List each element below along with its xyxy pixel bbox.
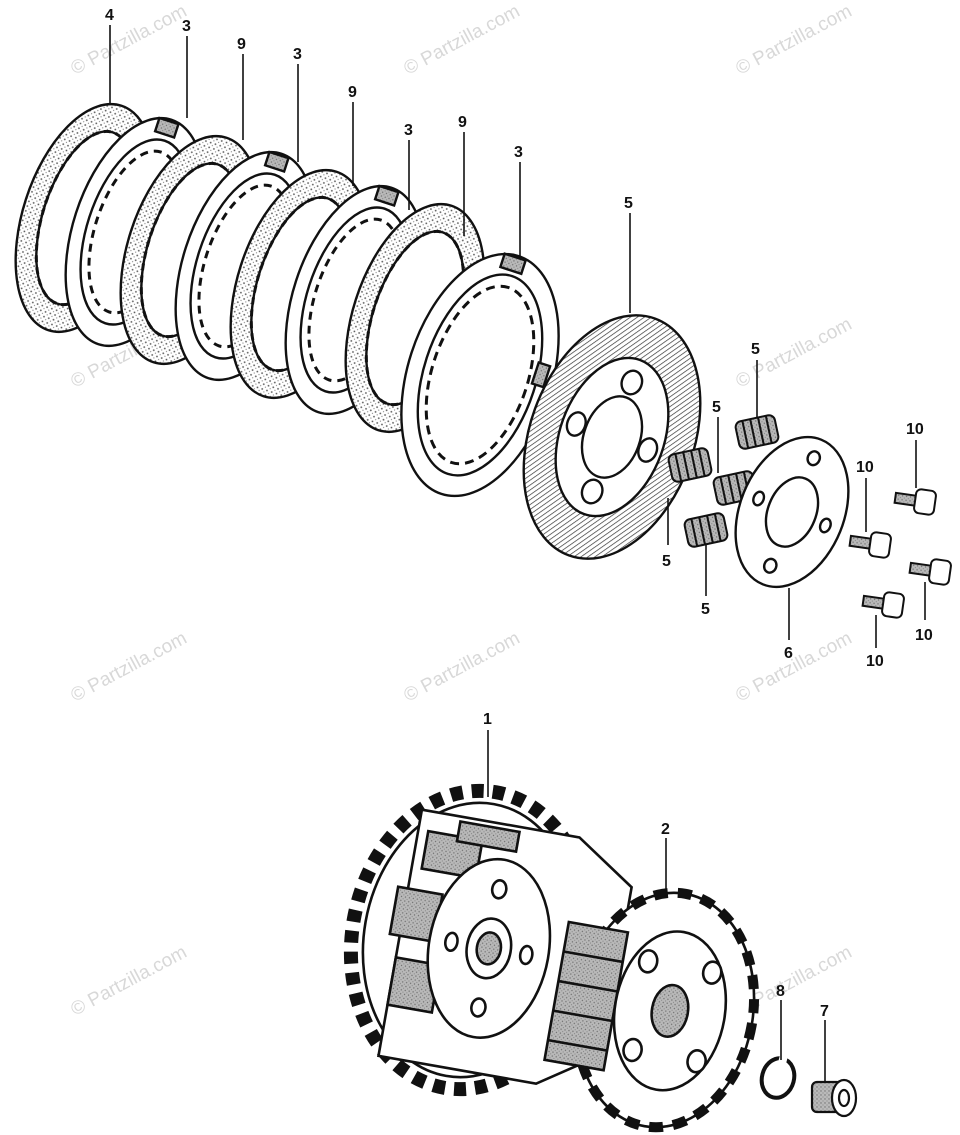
callout-8: 8 bbox=[776, 983, 785, 1000]
callout-7: 7 bbox=[820, 1003, 829, 1020]
clutch-outer-housing bbox=[343, 783, 634, 1097]
bolt bbox=[848, 531, 892, 559]
watermark: © Partzilla.com bbox=[732, 1, 855, 80]
callout-9: 9 bbox=[458, 114, 467, 131]
callout-5: 5 bbox=[662, 553, 671, 570]
bolt bbox=[861, 591, 905, 619]
lifter-plate bbox=[734, 435, 850, 589]
callout-6: 6 bbox=[784, 645, 793, 662]
callout-labels: 4 3 9 3 9 3 9 3 5 5 5 5 5 10 10 10 10 6 … bbox=[105, 7, 933, 1020]
watermark: © Partzilla.com bbox=[67, 1, 190, 80]
callout-10: 10 bbox=[906, 421, 924, 438]
callout-3: 3 bbox=[514, 144, 523, 161]
callout-10: 10 bbox=[866, 653, 884, 670]
callout-5: 5 bbox=[701, 601, 710, 618]
bolt bbox=[893, 488, 937, 516]
pressure-plate bbox=[522, 314, 702, 560]
callout-10: 10 bbox=[915, 627, 933, 644]
callout-1: 1 bbox=[483, 711, 492, 728]
callout-10: 10 bbox=[856, 459, 874, 476]
leader-lines bbox=[109, 25, 926, 1082]
callout-5: 5 bbox=[751, 341, 760, 358]
callout-2: 2 bbox=[661, 821, 670, 838]
callout-3: 3 bbox=[404, 122, 413, 139]
callout-4: 4 bbox=[105, 7, 114, 24]
clutch-spring bbox=[667, 447, 713, 483]
clutch-plate-3 bbox=[400, 252, 560, 498]
watermark: © Partzilla.com bbox=[67, 942, 190, 1021]
collar bbox=[810, 1078, 858, 1118]
watermark: © Partzilla.com bbox=[400, 1, 523, 80]
callout-9: 9 bbox=[237, 36, 246, 53]
callout-5: 5 bbox=[624, 195, 633, 212]
callout-3: 3 bbox=[182, 18, 191, 35]
callout-5: 5 bbox=[712, 399, 721, 416]
clutch-plate-stack bbox=[14, 102, 560, 498]
watermark: © Partzilla.com bbox=[732, 628, 855, 707]
callout-3: 3 bbox=[293, 46, 302, 63]
circlip bbox=[759, 1053, 797, 1100]
bolts bbox=[848, 488, 952, 619]
clutch-spring bbox=[734, 414, 780, 450]
watermark: © Partzilla.com bbox=[400, 628, 523, 707]
clutch-center-hub bbox=[543, 887, 760, 1133]
callout-9: 9 bbox=[348, 84, 357, 101]
bolt bbox=[908, 558, 952, 586]
watermark: © Partzilla.com bbox=[67, 628, 190, 707]
clutch-spring bbox=[683, 512, 729, 548]
